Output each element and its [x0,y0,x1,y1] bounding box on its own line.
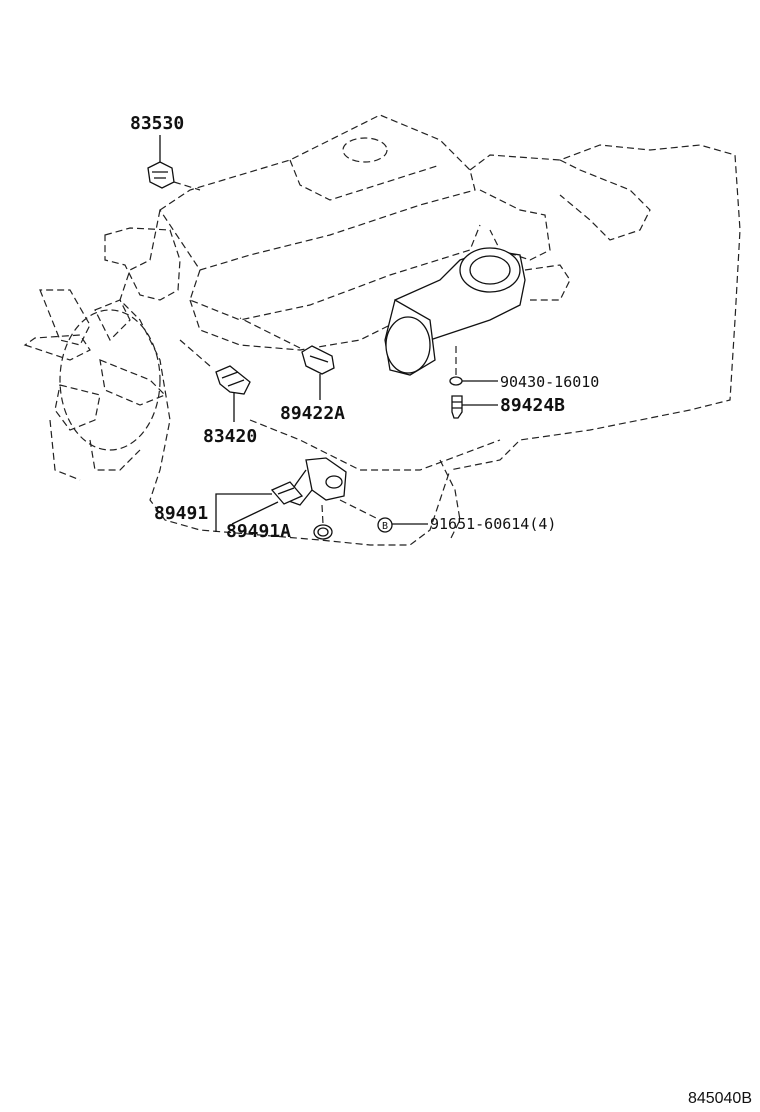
part-83420-icon [179,339,251,395]
diagram-code: 845040B [688,1090,752,1107]
bolt-b-marker: B [377,517,393,533]
label-89491A: 89491A [226,521,291,542]
label-91651-60614: 91651-60614(4) [430,515,556,533]
label-83420: 83420 [203,426,257,447]
part-89422A-icon [239,317,335,375]
part-89491-bracket-icon [270,457,347,506]
engine-outline [23,114,741,546]
bolt-b-letter: B [382,521,388,532]
label-89424B: 89424B [500,395,565,416]
label-90430-16010: 90430-16010 [500,373,599,391]
leader-89491 [215,493,272,514]
label-89422A: 89422A [280,403,345,424]
part-90430-washer-icon [449,346,463,386]
leader-89491A [231,501,279,525]
part-89491A-ring-icon [313,504,333,540]
part-89424B-icon [451,395,463,419]
label-83530: 83530 [130,113,184,134]
leader-bolt-dashed [339,499,381,521]
part-83530-icon [147,161,201,191]
label-89491: 89491 [154,503,208,524]
